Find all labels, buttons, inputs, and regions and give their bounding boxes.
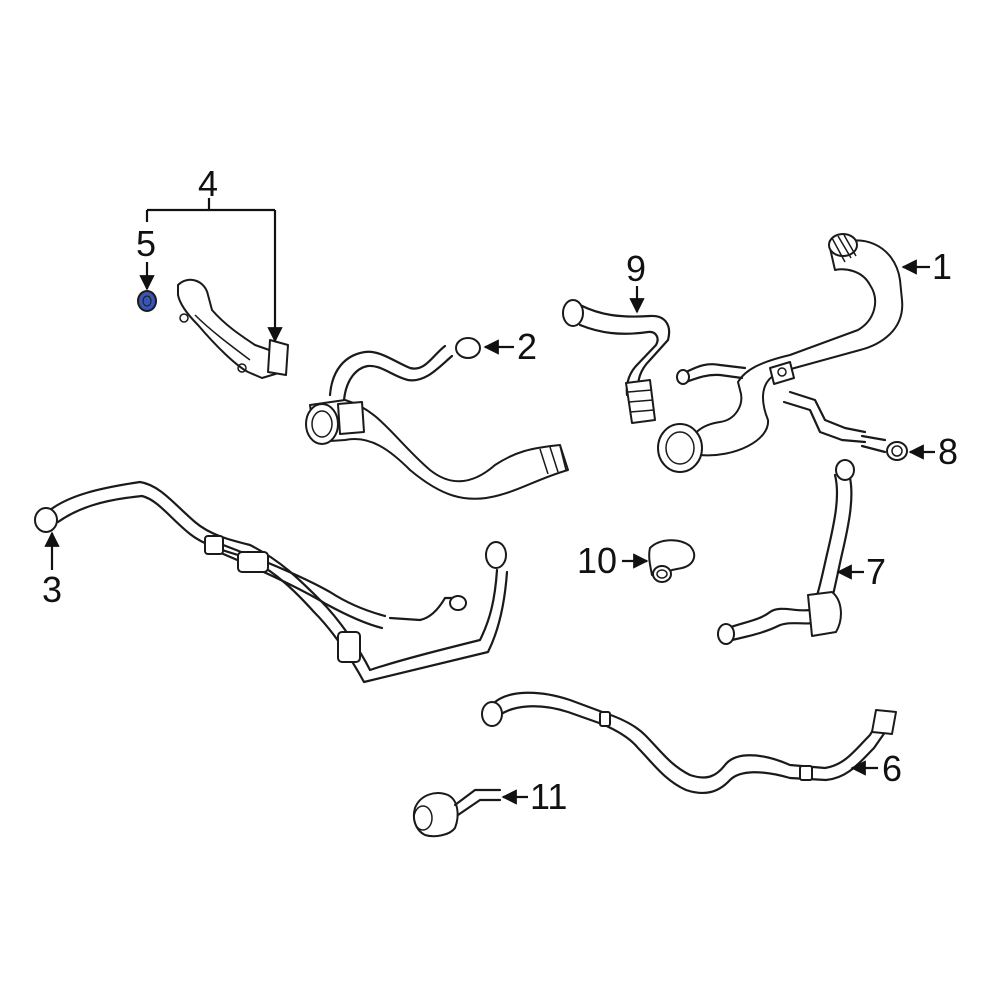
leader-lines	[44, 198, 935, 805]
part-6-lower-coolant-hose[interactable]	[481, 691, 897, 795]
callout-1: 1	[932, 246, 952, 287]
callout-4: 4	[198, 163, 218, 204]
part-2-coolant-return-hose[interactable]	[305, 337, 569, 500]
callout-7: 7	[866, 551, 886, 592]
part-4-coolant-pipe[interactable]	[177, 278, 289, 379]
part-8-bleeder-hose[interactable]	[860, 434, 908, 461]
callout-5: 5	[136, 223, 156, 264]
callout-2: 2	[517, 326, 537, 367]
callout-9: 9	[626, 248, 646, 289]
part-1-main-coolant-hose[interactable]	[657, 233, 904, 473]
callout-8: 8	[938, 431, 958, 472]
o-ring-seal-icon[interactable]	[137, 290, 157, 312]
part-10-hose-elbow[interactable]	[648, 539, 696, 583]
callout-11: 11	[530, 776, 567, 817]
part-3-heater-hose-assembly[interactable]	[34, 480, 509, 684]
part-7-coolant-hose[interactable]	[717, 459, 855, 645]
callout-10: 10	[577, 540, 617, 581]
part-11-coolant-sensor[interactable]	[412, 788, 502, 838]
callout-labels: 1 2 3 4 5 6 7 8 9 10 11	[42, 163, 958, 817]
callout-6: 6	[882, 748, 902, 789]
callout-3: 3	[42, 569, 62, 610]
part-9-radiator-upper-hose[interactable]	[562, 299, 671, 424]
